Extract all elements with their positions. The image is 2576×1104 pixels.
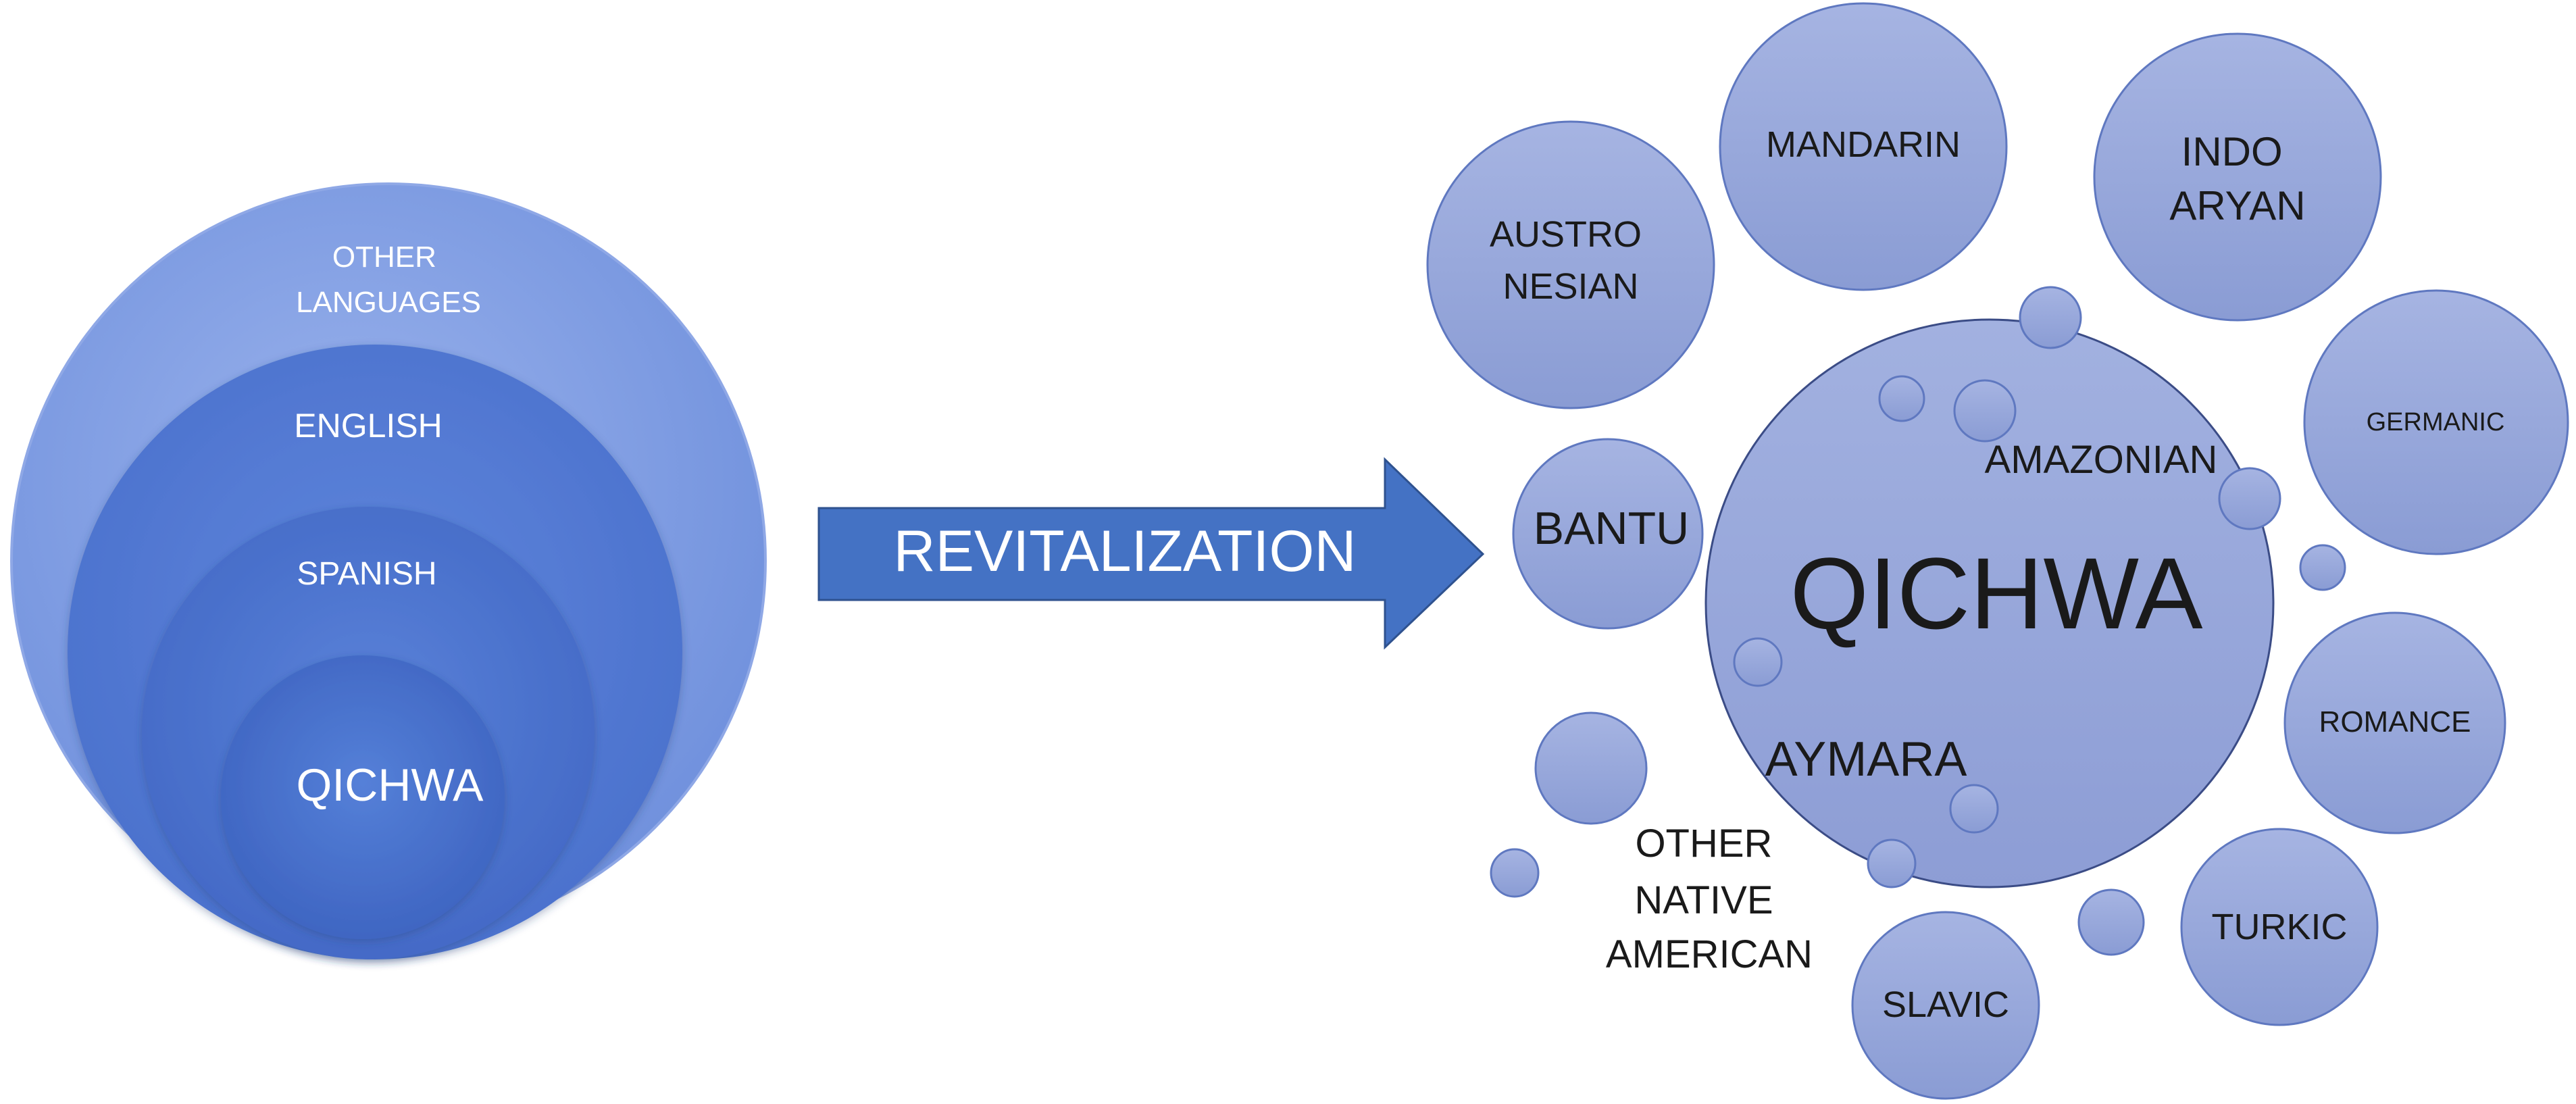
label-bantu: BANTU	[1534, 503, 1689, 554]
label-other-native-line2: NATIVE	[1634, 878, 1773, 922]
bubble-germanic	[2303, 289, 2569, 555]
label-other-native-line3: AMERICAN	[1606, 932, 1813, 976]
revitalization-arrow: REVITALIZATION	[817, 457, 1485, 650]
label-qichwa-left: QICHWA	[296, 759, 484, 811]
label-indo: INDO	[2181, 129, 2283, 174]
label-english: ENGLISH	[294, 407, 443, 445]
bubble-mandarin	[1719, 2, 2008, 291]
small-bubble	[1490, 848, 1540, 898]
small-bubble	[2019, 286, 2082, 349]
label-other-native-american: OTHER NATIVE AMERICAN	[1606, 822, 1813, 976]
bubble-bantu	[1512, 438, 1704, 630]
label-revitalization: REVITALIZATION	[894, 519, 1357, 584]
small-bubble	[1733, 637, 1783, 687]
label-germanic: GERMANIC	[2367, 408, 2505, 436]
qichwa-central-circle	[1704, 318, 2275, 888]
arrow-shape	[817, 457, 1485, 650]
label-other-native-line1: OTHER	[1635, 822, 1772, 865]
bubble-turkic	[2180, 828, 2379, 1026]
label-spanish: SPANISH	[297, 556, 436, 592]
small-bubble	[2077, 888, 2145, 956]
small-bubble	[2299, 544, 2346, 591]
bubble-romance	[2283, 611, 2506, 834]
bubble-austronesian	[1426, 120, 1715, 409]
nested-language-circles: OTHER LANGUAGES ENGLISH SPANISH QICHWA	[10, 182, 767, 959]
label-aymara: AYMARA	[1765, 732, 1967, 786]
label-qichwa-center: QICHWA	[1790, 536, 2202, 650]
label-nesian: NESIAN	[1502, 266, 1638, 307]
small-bubble	[1867, 838, 1917, 888]
label-austronesian: AUSTRO NESIAN	[1490, 214, 1652, 307]
label-other-languages: OTHER LANGUAGES	[296, 241, 481, 319]
language-bubble-cluster: QICHWA AMAZONIAN AYMARA OTHER NATIVE AME…	[1426, 2, 2569, 1100]
label-romance: ROMANCE	[2319, 705, 2471, 738]
label-indo-aryan: INDO ARYAN	[2169, 129, 2305, 228]
label-austro: AUSTRO	[1490, 214, 1642, 255]
small-bubble	[1949, 784, 1999, 834]
label-other: OTHER	[332, 241, 436, 274]
bubble-slavic	[1851, 911, 2040, 1100]
qichwa-inner-circle	[221, 655, 505, 939]
label-turkic: TURKIC	[2212, 907, 2348, 947]
small-bubble	[1953, 379, 2017, 443]
label-amazonian: AMAZONIAN	[1985, 438, 2218, 482]
small-bubble	[1534, 711, 1648, 825]
label-slavic: SLAVIC	[1882, 984, 2009, 1025]
label-aryan: ARYAN	[2169, 183, 2305, 228]
label-mandarin: MANDARIN	[1766, 124, 1961, 165]
label-languages: LANGUAGES	[296, 286, 481, 319]
bubble-indo-aryan	[2093, 32, 2382, 322]
small-bubble	[1878, 375, 1925, 422]
small-bubble	[2218, 467, 2281, 530]
